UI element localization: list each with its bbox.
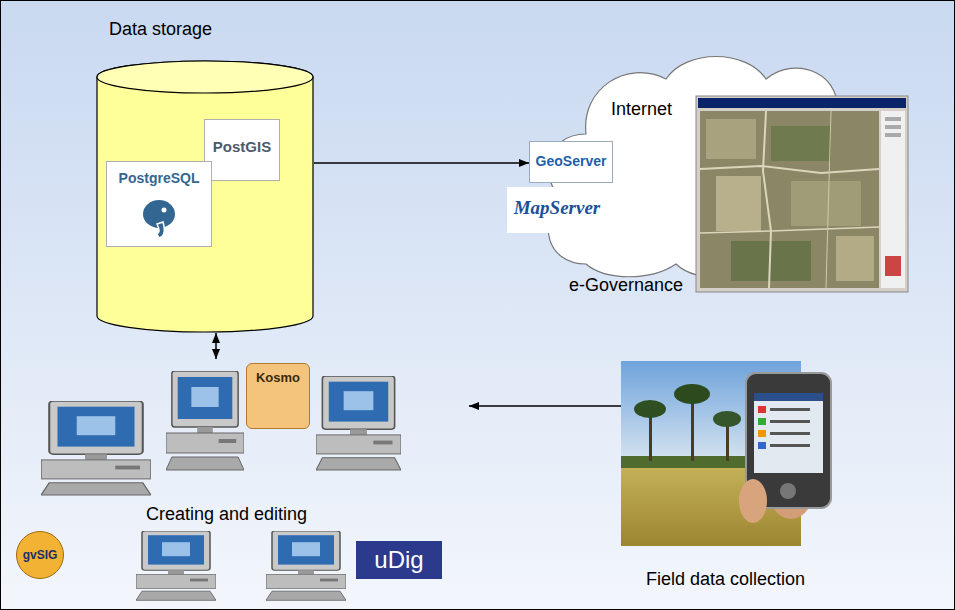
field-photo [621,361,831,546]
logo-box: PostGIS [204,119,280,181]
storage-cylinder: Data storagePostGIS PostgreSQL [96,15,314,333]
logo-box: uDig [356,541,442,579]
node-title: Field data collection [646,569,805,591]
logo-text: GeoServer [536,153,607,170]
logo-box: Kosmo [246,363,310,429]
computer-icons [41,371,401,600]
logo-text: MapServer [514,197,601,220]
node-title: Data storage [109,19,212,41]
logo-box: MapServer [507,187,607,233]
logo-box: PostgreSQL [106,161,212,247]
logo-text: PostGIS [213,138,271,156]
field-collection: Field data collection [621,359,836,599]
node-title: Internet [611,99,672,121]
logo-text: PostgreSQL [119,170,200,187]
elephant-logo [137,196,181,240]
section-label: e-Governance [569,275,683,297]
logo-text: Kosmo [256,370,300,386]
logo-box: GeoServer [529,141,613,183]
logo-text: uDig [374,546,423,575]
workstation-group: Creating and editing Kosmo gvSIG uDig [11,359,469,599]
connector-arrow [215,333,217,359]
connector-arrow [314,162,529,164]
logo-badge: gvSIG [16,531,64,579]
logo-text: gvSIG [23,548,58,562]
connector-arrow [469,405,621,407]
node-title: Creating and editing [146,504,307,526]
